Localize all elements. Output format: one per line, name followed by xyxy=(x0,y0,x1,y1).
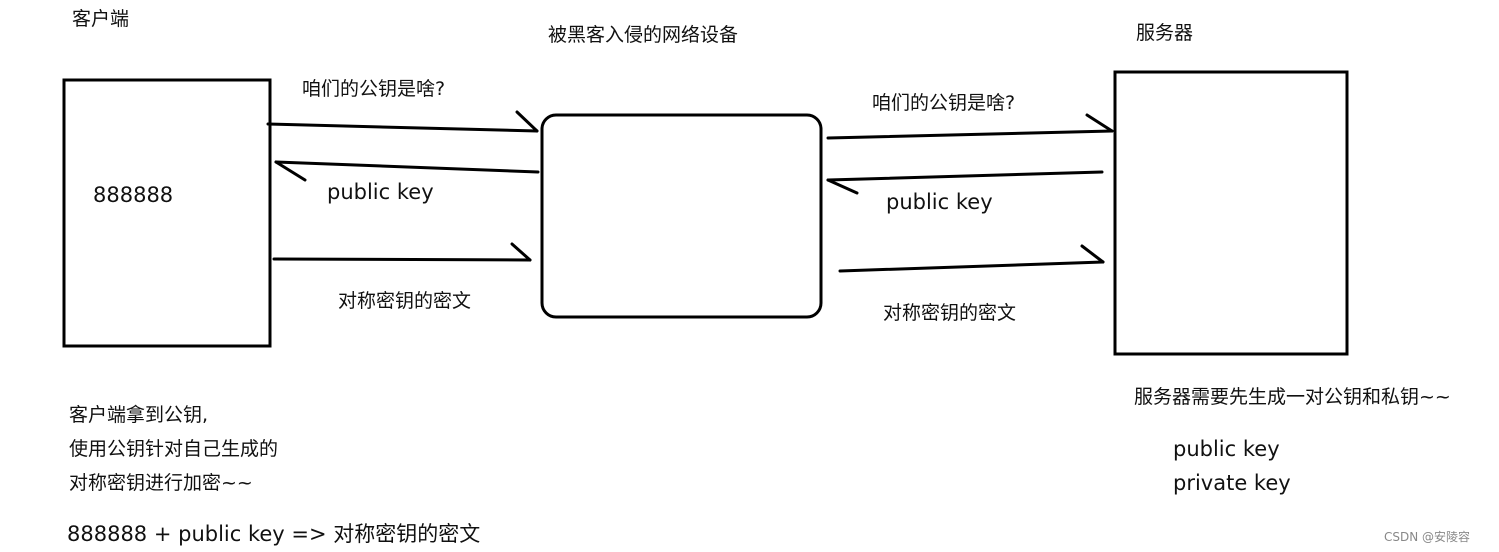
client-notes: 客户端拿到公钥, 使用公钥针对自己生成的 对称密钥进行加密~~ xyxy=(69,398,278,500)
client-box xyxy=(62,78,272,348)
right-reply-label: public key xyxy=(886,190,993,214)
client-note-line: 使用公钥针对自己生成的 xyxy=(69,438,279,460)
client-number: 888888 xyxy=(93,183,174,207)
right-ask-arrow xyxy=(826,113,1114,140)
server-key-public: public key xyxy=(1173,437,1280,461)
client-note-line: 对称密钥进行加密~~ xyxy=(69,472,253,494)
server-key-private: private key xyxy=(1173,471,1291,495)
left-ask-label: 咱们的公钥是啥? xyxy=(302,78,446,100)
left-reply-arrow xyxy=(274,160,540,182)
right-cipher-label: 对称密钥的密文 xyxy=(883,302,1017,324)
watermark: CSDN @安陵容 xyxy=(1384,530,1471,544)
client-title: 客户端 xyxy=(72,8,130,30)
left-cipher-arrow xyxy=(272,242,532,262)
server-note: 服务器需要先生成一对公钥和私钥~~ xyxy=(1134,386,1451,408)
left-ask-arrow xyxy=(266,110,539,133)
server-box xyxy=(1113,70,1349,356)
right-ask-label: 咱们的公钥是啥? xyxy=(872,92,1016,114)
right-cipher-arrow xyxy=(838,244,1105,273)
attacker-title: 被黑客入侵的网络设备 xyxy=(548,24,739,46)
left-cipher-label: 对称密钥的密文 xyxy=(338,290,472,312)
client-note-line: 客户端拿到公钥, xyxy=(69,404,209,426)
attacker-box xyxy=(540,113,823,319)
right-reply-arrow xyxy=(826,170,1104,195)
server-title: 服务器 xyxy=(1136,22,1194,44)
client-formula: 888888 + public key => 对称密钥的密文 xyxy=(67,522,481,546)
left-reply-label: public key xyxy=(327,180,434,204)
